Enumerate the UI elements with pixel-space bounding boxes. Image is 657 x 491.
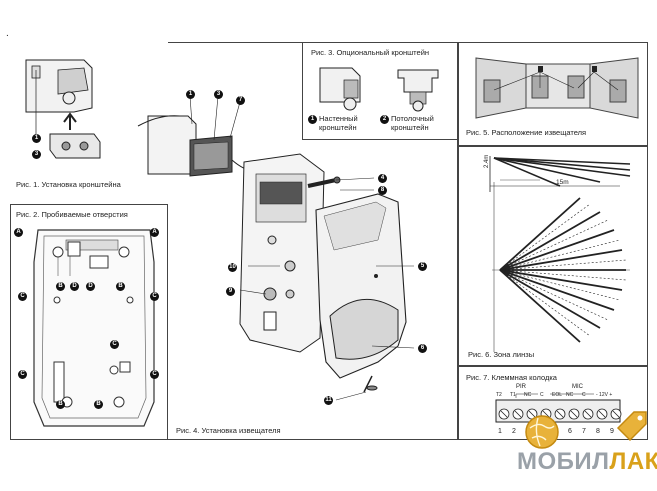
fig3-caption: Рис. 3. Опциональный кронштейн — [311, 48, 430, 57]
fig3-wall-bracket — [319, 67, 361, 111]
callout-C-5: C — [150, 370, 159, 379]
callout-3: 3 — [32, 150, 41, 159]
fig3-wall-label: Настенный кронштейн — [319, 114, 358, 132]
watermark-part-2: ЛАК — [609, 448, 657, 475]
watermark-part-1: МОБИЛ — [517, 448, 610, 475]
callout-fig4-3: 3 — [214, 90, 223, 99]
callout-fig4-8: 8 — [378, 186, 387, 195]
fig2-backplate-illustration — [33, 229, 155, 427]
fig3-ceiling-label: Потолочный кронштейн — [391, 114, 434, 132]
callout-B-1: B — [56, 282, 65, 291]
stray-dot: . — [6, 28, 9, 39]
watermark-globe-icon — [525, 415, 559, 449]
callout-fig3-2: 2 — [380, 115, 389, 124]
callout-fig4-1: 1 — [186, 90, 195, 99]
terminal-label-eol: EOL — [552, 392, 563, 398]
terminal-number: 2 — [512, 428, 516, 435]
callout-fig4-11: 11 — [324, 396, 333, 405]
terminal-number: 9 — [610, 428, 614, 435]
callout-1: 1 — [32, 134, 41, 143]
fig7-group-mic: MIC — [572, 384, 583, 390]
fig5-caption: Рис. 5. Расположение извещателя — [466, 128, 587, 137]
callout-D-2: D — [86, 282, 95, 291]
fig1-bracket-illustration — [25, 59, 101, 159]
terminal-label-t2: T2 — [496, 392, 502, 398]
fig5-room-layout — [475, 57, 639, 119]
terminal-number: 6 — [568, 428, 572, 435]
callout-B-3: B — [56, 400, 65, 409]
terminal-number: 1 — [498, 428, 502, 435]
terminal-number: 7 — [582, 428, 586, 435]
fig1-caption: Рис. 1. Установка кронштейна — [16, 180, 121, 189]
callout-A-left: A — [14, 228, 23, 237]
watermark-tag-icon — [616, 411, 647, 442]
callout-fig4-9: 9 — [226, 287, 235, 296]
fig6-lens-zone — [489, 156, 631, 352]
fig4-detector-illustration — [137, 95, 415, 401]
fig7-group-pir: PIR — [516, 384, 527, 390]
terminal-number: 8 — [596, 428, 600, 435]
callout-A-right: A — [150, 228, 159, 237]
terminal-label-nc1: NC — [524, 392, 532, 398]
fig7-terminal-numbers: 1 2 3 4 5 6 7 8 9 — [496, 428, 624, 438]
fig3-frame — [302, 42, 458, 140]
terminal-label-t1: T1 — [510, 392, 516, 398]
callout-C-1: C — [18, 292, 27, 301]
fig7-terminal-block — [495, 393, 622, 423]
fig2-frame — [10, 204, 168, 440]
callout-C-3: C — [110, 340, 119, 349]
callout-fig4-10: 10 — [228, 263, 237, 272]
callout-D-1: D — [70, 282, 79, 291]
fig7-caption: Рис. 7. Клеммная колодка — [466, 373, 557, 382]
fig6-frame — [458, 146, 648, 366]
callout-fig4-7: 7 — [236, 96, 245, 105]
callout-B-4: B — [94, 400, 103, 409]
fig6-caption: Рис. 6. Зона линзы — [468, 350, 535, 359]
callout-C-2: C — [150, 292, 159, 301]
terminal-label-c2: C — [582, 392, 586, 398]
fig3-ceiling-bracket — [397, 69, 439, 112]
callout-B-2: B — [116, 282, 125, 291]
callout-fig4-4: 4 — [378, 174, 387, 183]
fig2-caption: Рис. 2. Пробиваемые отверстия — [16, 210, 128, 219]
callout-fig3-1: 1 — [308, 115, 317, 124]
fig5-frame — [458, 42, 648, 146]
fig7-terminal-labels: T2 T1 NC C EOL NC C - 12V + — [495, 392, 623, 400]
fig6-height-label: 2.4m — [484, 154, 490, 168]
watermark-brand: МОБИЛЛАК — [517, 448, 657, 476]
callout-C-4: C — [18, 370, 27, 379]
terminal-label-c1: C — [540, 392, 544, 398]
terminal-label-12v: - 12V + — [596, 392, 613, 398]
fig4-caption: Рис. 4. Установка извещателя — [176, 426, 281, 435]
fig6-distance-label: 15m — [556, 179, 569, 186]
terminal-label-nc2: NC — [566, 392, 574, 398]
callout-fig4-5: 5 — [418, 262, 427, 271]
callout-fig4-6: 6 — [418, 344, 427, 353]
